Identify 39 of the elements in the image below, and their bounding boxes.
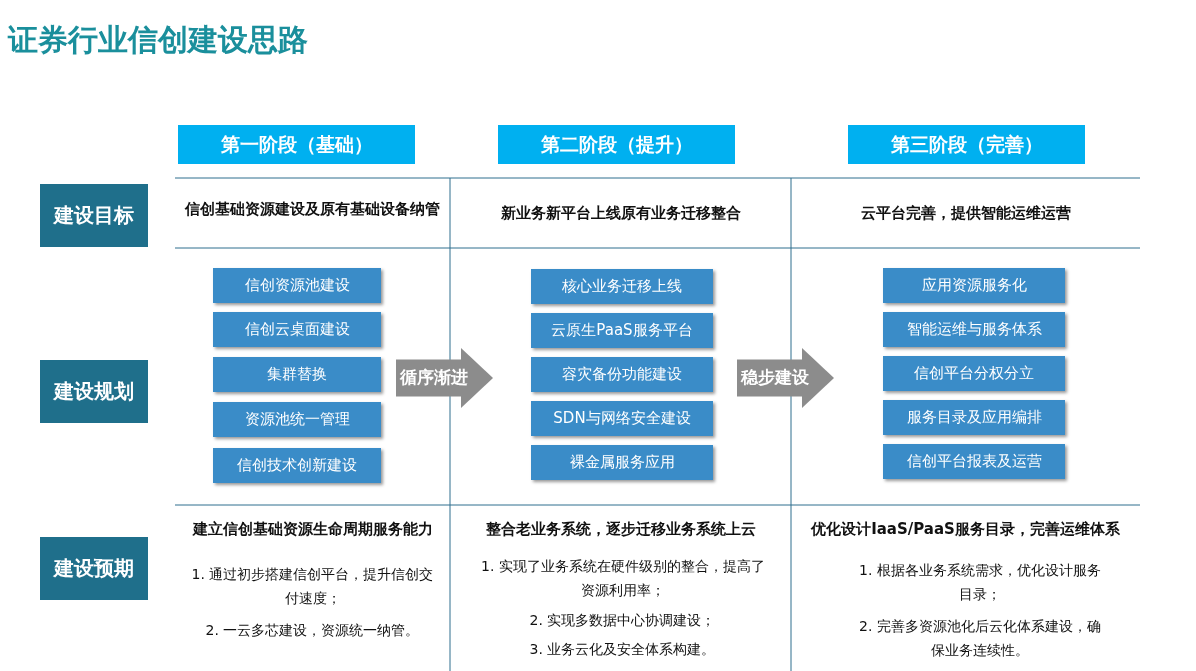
task-box: 应用资源服务化 xyxy=(883,268,1065,303)
list-item: 2. 实现多数据中心协调建设； xyxy=(528,611,717,630)
task-box: 集群替换 xyxy=(213,357,381,392)
list-item: 1. 通过初步搭建信创平台，提升信创交付速度； xyxy=(190,565,435,608)
stage-header: 第二阶段（提升） xyxy=(498,125,735,164)
edge-label: 循序渐进 xyxy=(400,366,468,389)
row-header: 建设预期 xyxy=(40,537,148,600)
goal-text: 新业务新平台上线原有业务迁移整合 xyxy=(499,203,742,224)
edge-label: 稳步建设 xyxy=(741,366,809,389)
goal-text: 信创基础资源建设及原有基础设备纳管 xyxy=(183,199,441,220)
chevron-arrow xyxy=(737,348,834,408)
task-box: 核心业务迁移上线 xyxy=(531,269,713,304)
task-box: 智能运维与服务体系 xyxy=(883,312,1065,347)
stage-header: 第一阶段（基础） xyxy=(178,125,415,164)
task-box: 信创技术创新建设 xyxy=(213,448,381,483)
task-box: 信创云桌面建设 xyxy=(213,312,381,347)
task-box: 信创平台报表及运营 xyxy=(883,444,1065,479)
task-box: 资源池统一管理 xyxy=(213,402,381,437)
task-box: SDN与网络安全建设 xyxy=(531,401,713,436)
list-item: 2. 一云多芯建设，资源统一纳管。 xyxy=(204,621,421,640)
task-box: 裸金属服务应用 xyxy=(531,445,713,480)
expectation-heading: 整合老业务系统，逐步迁移业务系统上云 xyxy=(484,519,757,540)
task-box: 云原生PaaS服务平台 xyxy=(531,313,713,348)
row-header: 建设规划 xyxy=(40,360,148,423)
list-item: 1. 根据各业务系统需求，优化设计服务目录； xyxy=(858,561,1102,604)
goal-text: 云平台完善，提供智能运维运营 xyxy=(859,203,1072,224)
row-header: 建设目标 xyxy=(40,184,148,247)
expectation-heading: 建立信创基础资源生命周期服务能力 xyxy=(191,519,434,540)
list-item: 3. 业务云化及安全体系构建。 xyxy=(528,640,717,659)
list-item: 2. 完善多资源池化后云化体系建设，确保业务连续性。 xyxy=(858,617,1102,660)
task-box: 容灾备份功能建设 xyxy=(531,357,713,392)
task-box: 服务目录及应用编排 xyxy=(883,400,1065,435)
list-item: 1. 实现了业务系统在硬件级别的整合，提高了资源利用率； xyxy=(480,557,766,600)
task-box: 信创资源池建设 xyxy=(213,268,381,303)
expectation-heading: 优化设计IaaS/PaaS服务目录，完善运维体系 xyxy=(809,519,1121,540)
stage-header: 第三阶段（完善） xyxy=(848,125,1085,164)
chevron-arrow xyxy=(396,348,493,408)
task-box: 信创平台分权分立 xyxy=(883,356,1065,391)
page-title: 证券行业信创建设思路 xyxy=(8,21,309,59)
